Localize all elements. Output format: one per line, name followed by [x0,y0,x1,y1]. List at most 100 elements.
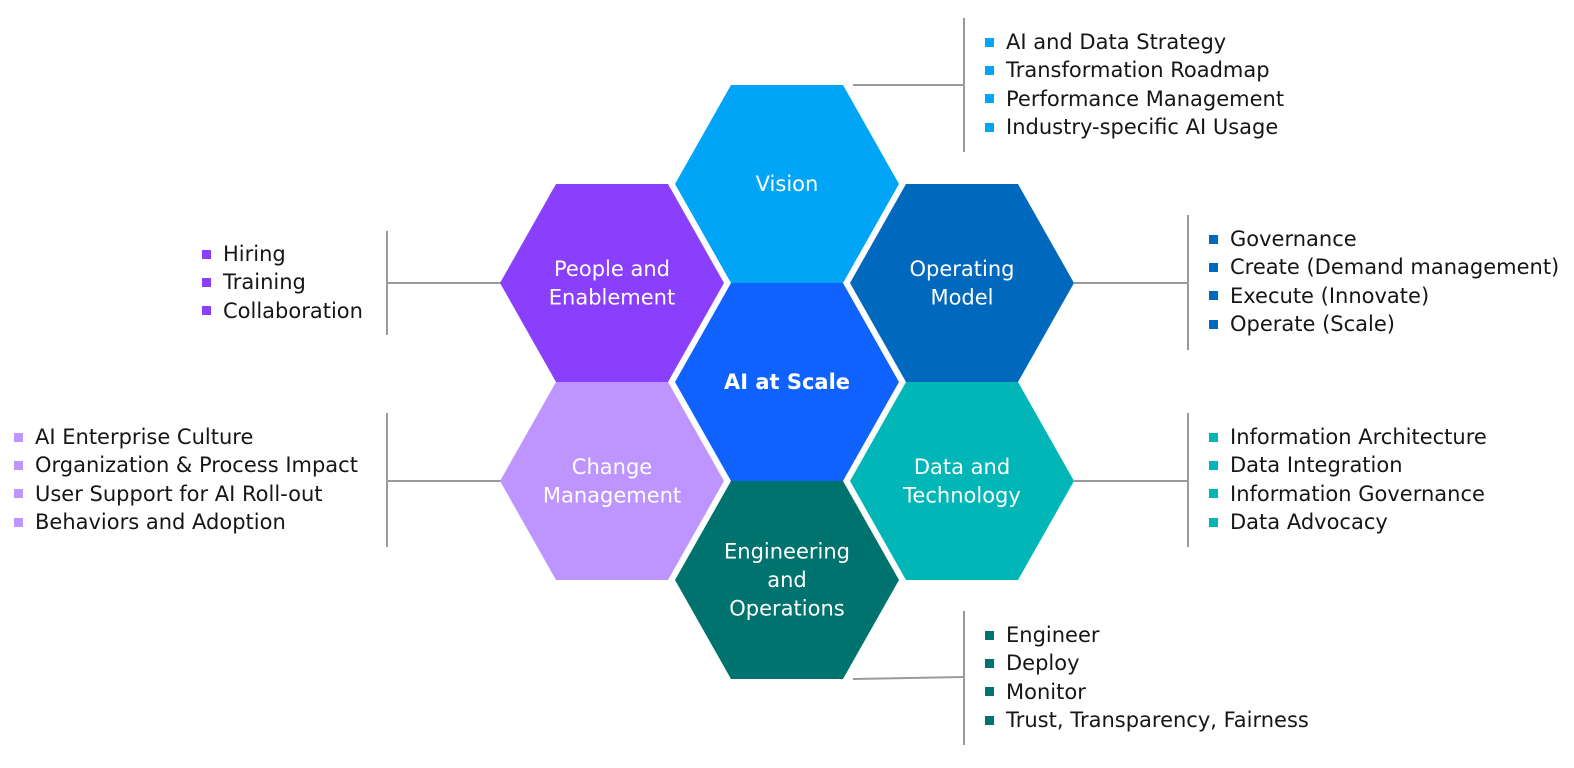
vision-list-item-text: AI and Data Strategy [1006,30,1227,54]
hex-people [500,184,724,382]
bullet-square-icon [1209,489,1218,499]
connector-line [852,676,965,680]
hex-change [500,382,724,580]
bullet-square-icon [202,278,211,288]
operating-list-item: Create (Demand management) [1209,253,1559,281]
hex-change-label: Change [572,455,652,479]
change-list-item: User Support for AI Roll-out [14,480,358,508]
engineering-list-item: Monitor [985,678,1309,706]
change-list-item: Behaviors and Adoption [14,508,358,536]
data-list-item-text: Data Advocacy [1230,510,1388,535]
hex-data-label: Technology [902,483,1021,507]
engineering-list-item-text: Deploy [1006,651,1080,676]
engineering-list-item: Trust, Transparency, Fairness [985,706,1309,734]
bullet-square-icon [985,630,994,640]
bullet-square-icon [202,306,211,316]
bullet-square-icon [14,517,23,527]
bullet-square-icon [1209,263,1218,273]
hex-people-label: Enablement [549,285,675,309]
bullet-square-icon [985,715,994,725]
hex-vision-label: Vision [756,172,819,196]
vision-list-item: Performance Management [985,85,1284,113]
data-list-item: Data Advocacy [1209,508,1487,536]
bullet-square-icon [985,659,994,669]
change-list-item: AI Enterprise Culture [14,423,358,451]
vision-list-item-text: Transformation Roadmap [1006,58,1270,83]
bullet-square-icon [1209,234,1218,244]
vision-list-item: AI and Data Strategy [985,28,1284,56]
hex-center [675,283,899,481]
hex-operating-label: Operating [910,257,1015,281]
bullet-square-icon [14,489,23,499]
data-list-item: Information Architecture [1209,423,1487,451]
bullet-square-icon [985,37,994,47]
hex-engineering [675,481,899,679]
operating-list-item: Governance [1209,225,1559,253]
hex-data [850,382,1074,580]
bullet-square-icon [1209,461,1218,471]
bullet-square-icon [985,687,994,697]
operating-list-item-text: Operate (Scale) [1230,312,1395,337]
change-list-item-text: AI Enterprise Culture [35,425,254,449]
bullet-square-icon [202,249,211,259]
bullet-square-icon [1209,517,1218,527]
hex-center-label: AI at Scale [724,370,850,394]
vision-list-item-text: Performance Management [1006,86,1285,111]
people-list-item: Training [202,268,363,296]
data-list-item: Information Governance [1209,480,1487,508]
change-list-item-text: Behaviors and Adoption [35,510,286,535]
operating-list-item-text: Governance [1230,227,1357,251]
hex-engineering-label: and [767,568,807,592]
bullet-square-icon [1209,432,1218,442]
hex-operating [850,184,1074,382]
hex-people-label: People and [554,257,670,281]
bullet-square-icon [985,94,994,104]
hex-data-label: Data and [914,455,1010,479]
engineering-list-item: Engineer [985,621,1309,649]
data-list-item: Data Integration [1209,451,1487,479]
hex-operating-label: Model [930,285,993,309]
operating-list-item: Execute (Innovate) [1209,282,1559,310]
vision-list-item-text: Industry-specific AI Usage [1006,115,1279,140]
operating-list-item-text: Create (Demand management) [1230,255,1560,280]
engineering-list-item-text: Monitor [1006,679,1086,704]
vision-list-item: Transformation Roadmap [985,56,1284,84]
hex-engineering-label: Operations [729,597,844,621]
operating-list-item-text: Execute (Innovate) [1230,283,1430,308]
data-list-item-text: Information Architecture [1230,425,1487,449]
data-list-item-text: Information Governance [1230,481,1485,506]
bullet-square-icon [14,461,23,471]
hex-vision [675,85,899,283]
data-list-item-text: Data Integration [1230,453,1403,478]
vision-list-item: Industry-specific AI Usage [985,113,1284,141]
hex-change-label: Management [543,483,681,507]
people-list-item: Hiring [202,240,363,268]
people-list-item: Collaboration [202,297,363,325]
people-list-item-text: Training [223,270,306,295]
connector-lines [386,18,1189,745]
change-list-item-text: Organization & Process Impact [35,453,358,478]
people-list-item-text: Collaboration [223,298,363,323]
hex-engineering-label: Engineering [724,540,850,564]
change-list-item: Organization & Process Impact [14,451,358,479]
change-list-item-text: User Support for AI Roll-out [35,481,323,506]
bullet-square-icon [985,122,994,132]
engineering-list-item-text: Engineer [1006,623,1100,647]
bullet-square-icon [1209,291,1218,301]
operating-list-item: Operate (Scale) [1209,310,1559,338]
bullet-square-icon [1209,319,1218,329]
engineering-list-item: Deploy [985,649,1309,677]
engineering-list-item-text: Trust, Transparency, Fairness [1006,708,1309,733]
bullet-square-icon [14,432,23,442]
people-list-item-text: Hiring [223,242,286,266]
bullet-square-icon [985,66,994,76]
